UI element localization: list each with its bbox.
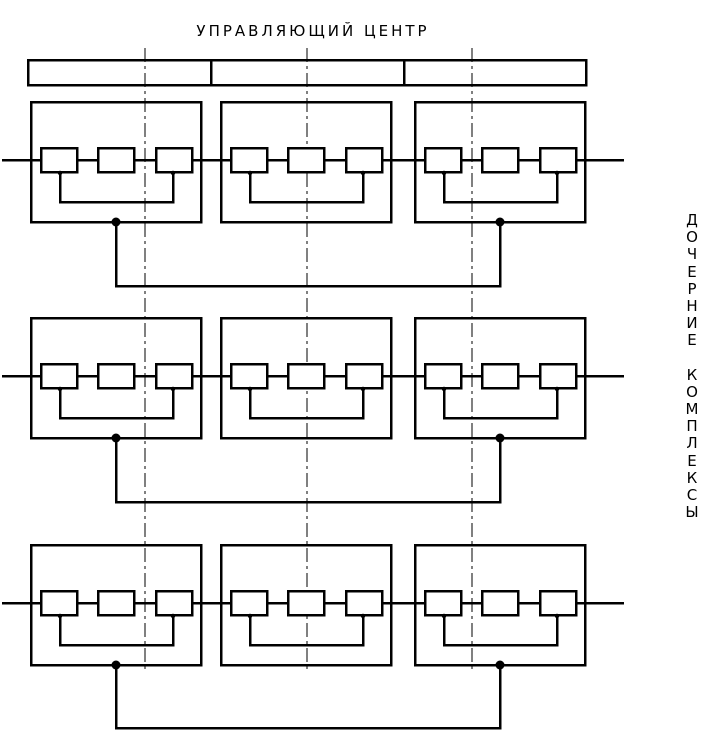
junction-dot bbox=[441, 170, 447, 176]
junction-dot bbox=[170, 613, 176, 619]
side-label-letter: М bbox=[685, 400, 699, 419]
module-box bbox=[154, 589, 194, 617]
control-center-title: УПРАВЛЯЮЩИЙ ЦЕНТР bbox=[196, 22, 430, 40]
junction-dot bbox=[495, 433, 505, 443]
side-label-letter: С bbox=[686, 486, 698, 504]
complex-block bbox=[29, 316, 203, 440]
complex-row bbox=[2, 100, 624, 288]
module-box bbox=[96, 362, 136, 390]
junction-dot bbox=[441, 613, 447, 619]
module-link bbox=[442, 172, 559, 204]
complex-block bbox=[413, 543, 587, 667]
junction-dot bbox=[57, 386, 63, 392]
complex-frame bbox=[219, 543, 393, 667]
side-label-letter: Л bbox=[686, 434, 698, 453]
complex-block bbox=[413, 316, 587, 440]
junction-dot bbox=[554, 170, 560, 176]
side-label-letter: Н bbox=[686, 296, 698, 315]
junction-dot bbox=[360, 170, 366, 176]
side-label-letter: Ч bbox=[686, 245, 698, 264]
module-box bbox=[229, 589, 269, 617]
module-link bbox=[58, 615, 175, 647]
junction-dot bbox=[495, 217, 505, 227]
module-box bbox=[538, 362, 578, 390]
side-label-letter: Е bbox=[687, 451, 697, 470]
module-link bbox=[248, 615, 365, 647]
module-box bbox=[39, 589, 79, 617]
junction-dot bbox=[57, 170, 63, 176]
module-box bbox=[344, 362, 384, 390]
module-box bbox=[154, 362, 194, 390]
junction-dot bbox=[111, 433, 121, 443]
module-box bbox=[96, 589, 136, 617]
module-box bbox=[480, 362, 520, 390]
side-label-letter: К bbox=[686, 365, 698, 384]
junction-dot bbox=[495, 660, 505, 670]
complex-block bbox=[219, 316, 393, 440]
junction-dot bbox=[247, 613, 253, 619]
module-box bbox=[423, 589, 463, 617]
module-box bbox=[229, 146, 269, 174]
complex-block bbox=[413, 100, 587, 224]
junction-dot bbox=[170, 386, 176, 392]
module-link bbox=[442, 615, 559, 647]
complex-block bbox=[219, 543, 393, 667]
module-box bbox=[538, 146, 578, 174]
side-label-letter: Р bbox=[687, 279, 697, 298]
inter-complex-link bbox=[114, 438, 502, 504]
module-box bbox=[480, 146, 520, 174]
inter-complex-link bbox=[114, 665, 502, 730]
junction-dot bbox=[111, 217, 121, 227]
junction-dot bbox=[360, 613, 366, 619]
module-box bbox=[286, 146, 326, 174]
junction-dot bbox=[554, 386, 560, 392]
complex-frame bbox=[219, 316, 393, 440]
complex-row bbox=[2, 316, 624, 504]
side-label-letter: Е bbox=[687, 262, 697, 281]
junction-dot bbox=[554, 613, 560, 619]
junction-dot bbox=[111, 660, 121, 670]
junction-dot bbox=[170, 170, 176, 176]
module-link bbox=[248, 388, 365, 420]
module-link bbox=[442, 388, 559, 420]
module-box bbox=[39, 146, 79, 174]
module-box bbox=[286, 589, 326, 617]
complex-row bbox=[2, 543, 624, 730]
complex-frame bbox=[219, 100, 393, 224]
side-label-letter: П bbox=[686, 417, 698, 436]
side-label-letter: Е bbox=[687, 331, 697, 350]
junction-dot bbox=[441, 386, 447, 392]
complex-block bbox=[29, 100, 203, 224]
module-link bbox=[248, 172, 365, 204]
side-label-letter: И bbox=[686, 314, 698, 333]
side-label-letter: О bbox=[686, 228, 698, 247]
inter-complex-link bbox=[114, 222, 502, 288]
module-box bbox=[344, 146, 384, 174]
complex-block bbox=[29, 543, 203, 667]
side-label-letter: Ы bbox=[685, 503, 699, 522]
side-label-letter: К bbox=[686, 468, 698, 487]
side-label-letter: Д bbox=[686, 211, 698, 229]
module-box bbox=[423, 146, 463, 174]
module-box bbox=[538, 589, 578, 617]
module-box bbox=[154, 146, 194, 174]
junction-dot bbox=[247, 170, 253, 176]
side-label-letter: О bbox=[686, 382, 698, 401]
module-box bbox=[344, 589, 384, 617]
junction-dot bbox=[57, 613, 63, 619]
complex-block bbox=[219, 100, 393, 224]
junction-dot bbox=[247, 386, 253, 392]
module-box bbox=[286, 362, 326, 390]
dashed-guide-lines bbox=[144, 48, 473, 670]
module-box bbox=[39, 362, 79, 390]
module-box bbox=[480, 589, 520, 617]
module-box bbox=[229, 362, 269, 390]
module-link bbox=[58, 388, 175, 420]
module-link bbox=[58, 172, 175, 204]
junction-dot bbox=[360, 386, 366, 392]
module-box bbox=[423, 362, 463, 390]
module-box bbox=[96, 146, 136, 174]
